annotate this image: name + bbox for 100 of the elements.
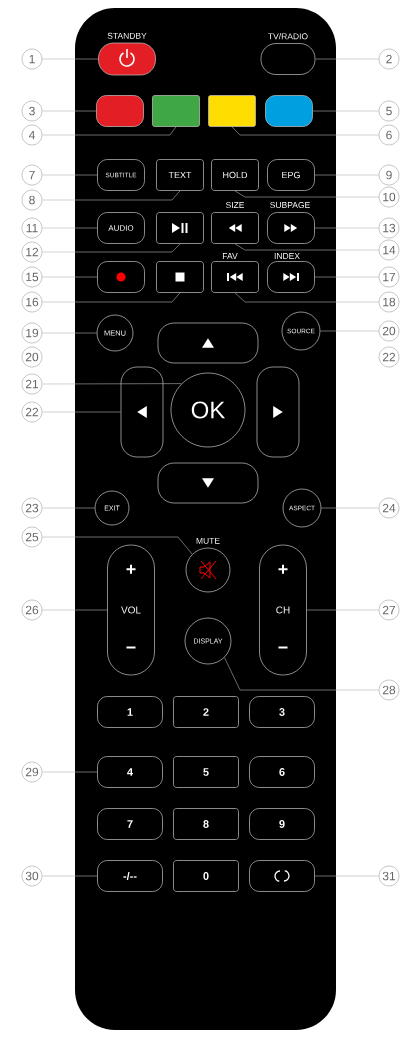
number-button: 7 — [97, 808, 163, 840]
number-button: 9 — [249, 808, 315, 840]
callout-number: 26 — [21, 599, 43, 621]
button — [267, 212, 315, 244]
leader-line — [314, 174, 380, 176]
leader-line — [41, 126, 177, 136]
leader-line — [312, 110, 380, 112]
leader-line — [41, 875, 98, 877]
leader-line — [41, 174, 98, 176]
leader-line — [41, 227, 98, 229]
callout-number: 19 — [21, 322, 43, 344]
leader-line — [41, 536, 193, 555]
callout-number: 23 — [21, 497, 43, 519]
button: EPG — [267, 159, 315, 191]
callout-number: 27 — [378, 599, 400, 621]
rocker-button: CH + − — [259, 544, 307, 676]
leader-line — [234, 190, 380, 198]
number-button: 6 — [249, 756, 315, 788]
button — [97, 261, 145, 293]
callout-number: 20 — [21, 346, 43, 368]
leader-line — [41, 771, 98, 773]
callout-number: 31 — [378, 865, 400, 887]
button-label: INDEX — [274, 253, 300, 259]
leader-line — [320, 330, 380, 332]
number-button: -/-- — [97, 860, 163, 892]
leader-line — [314, 875, 380, 877]
callout-number: 24 — [378, 497, 400, 519]
callout-number: 7 — [21, 164, 43, 186]
nav-button — [157, 462, 259, 504]
callout-number: 8 — [21, 189, 43, 211]
button — [267, 261, 315, 293]
leader-line — [234, 243, 380, 251]
rocker-button: VOL + − — [107, 544, 155, 676]
leader-line — [41, 110, 97, 112]
button-label: MUTE — [196, 537, 220, 544]
number-button: 3 — [249, 696, 315, 728]
callout-number: 1 — [21, 48, 43, 70]
callout-number: 9 — [378, 164, 400, 186]
callout-number: 28 — [378, 679, 400, 701]
color-button — [96, 95, 144, 127]
leader-line — [41, 411, 121, 413]
number-button: 5 — [173, 756, 239, 788]
leader-line — [41, 292, 181, 303]
button — [211, 261, 259, 293]
leader-line — [234, 292, 380, 303]
leader-line — [41, 190, 181, 201]
button: AUDIO — [97, 212, 145, 244]
leader-line — [41, 383, 182, 385]
leader-line — [41, 332, 97, 334]
color-button — [265, 95, 313, 127]
color-button — [208, 95, 256, 127]
callout-number: 25 — [21, 526, 43, 548]
callout-number: 5 — [378, 100, 400, 122]
leader-line — [41, 276, 98, 278]
button-label: STANDBY — [107, 32, 147, 39]
ok-button: OK — [170, 372, 246, 448]
leader-line — [314, 227, 380, 229]
number-button: 8 — [173, 808, 239, 840]
callout-number: 20 — [378, 320, 400, 342]
button-label: SIZE — [225, 202, 245, 208]
nav-button — [157, 322, 259, 364]
leader-line — [231, 126, 380, 136]
callout-number: 3 — [21, 100, 43, 122]
leader-line — [41, 609, 108, 611]
callout-number: 21 — [21, 373, 43, 395]
number-button: 0 — [173, 860, 239, 892]
callout-number: 15 — [21, 266, 43, 288]
callout-number: 22 — [378, 346, 400, 368]
nav-button — [120, 366, 164, 458]
leader-line — [315, 58, 380, 60]
button — [156, 261, 204, 293]
callout-number: 18 — [378, 291, 400, 313]
callout-number: 13 — [378, 217, 400, 239]
callout-number: 11 — [21, 217, 43, 239]
callout-number: 4 — [21, 124, 43, 146]
callout-number: 14 — [378, 239, 400, 261]
leader-line — [41, 243, 181, 253]
callout-number: 30 — [21, 865, 43, 887]
button-label: TV/RADIO — [268, 33, 308, 40]
number-button: 1 — [97, 696, 163, 728]
callout-number: 22 — [21, 401, 43, 423]
callout-number: 6 — [378, 124, 400, 146]
callout-number: 10 — [378, 186, 400, 208]
leader-line — [41, 507, 95, 509]
button — [156, 212, 204, 244]
leader-line — [41, 58, 99, 60]
color-button — [152, 95, 200, 127]
button — [211, 212, 259, 244]
number-button: 2 — [173, 696, 239, 728]
callout-number: 17 — [378, 266, 400, 288]
callout-number: 29 — [21, 761, 43, 783]
button-label: SUBPAGE — [270, 202, 310, 208]
callout-number: 16 — [21, 291, 43, 313]
leader-line — [314, 276, 380, 278]
leader-line — [224, 657, 380, 691]
leader-line — [306, 609, 380, 611]
button: TEXT — [156, 159, 204, 191]
button-label: FAV — [222, 253, 238, 259]
number-button — [249, 860, 315, 892]
number-button: 4 — [97, 756, 163, 788]
